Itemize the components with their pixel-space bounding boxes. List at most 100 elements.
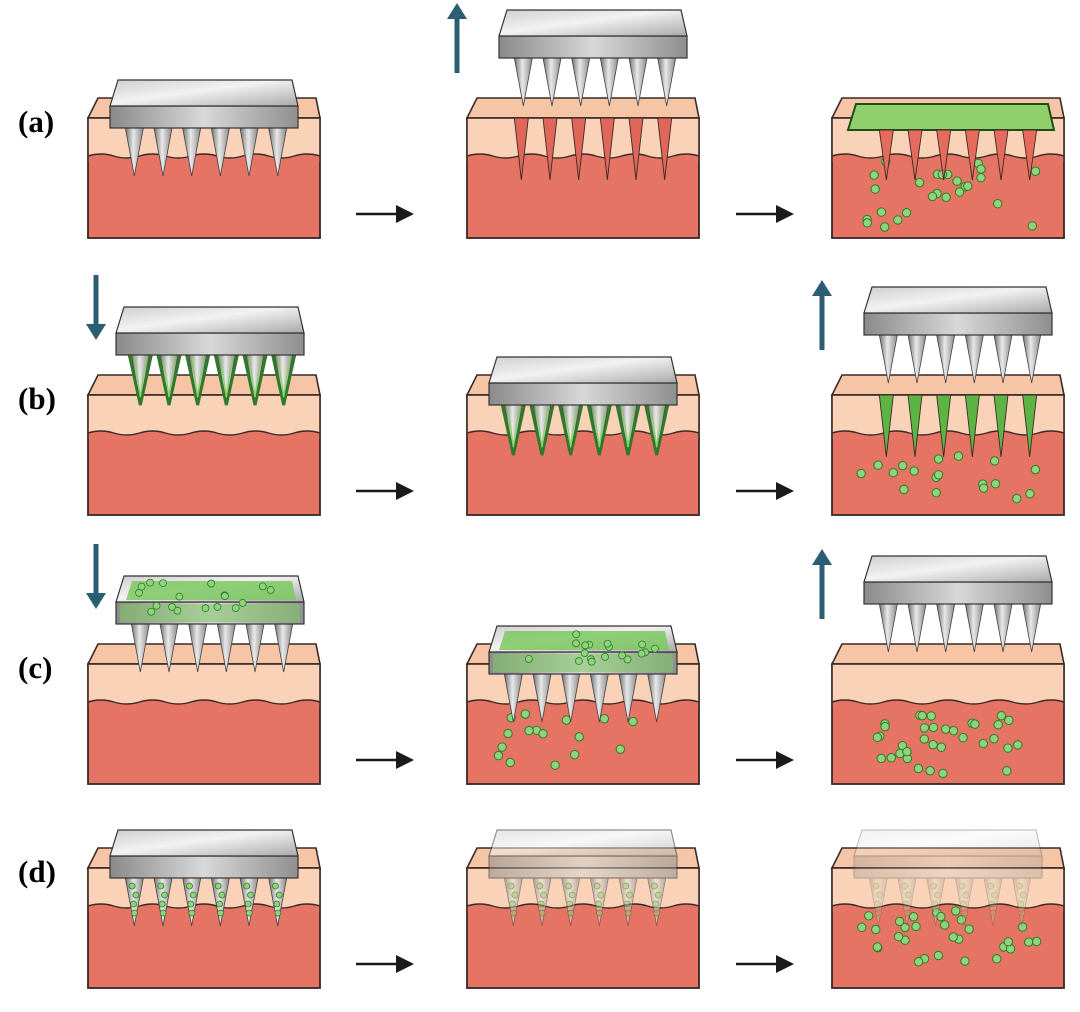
drug-particle	[189, 891, 197, 899]
step-arrow-head	[776, 205, 794, 223]
drug-coating	[529, 404, 555, 456]
array-plate-front	[863, 312, 1053, 336]
drug-particle	[507, 882, 515, 890]
drug-particle	[538, 909, 546, 917]
motion-arrow	[812, 549, 832, 619]
drug-particle	[623, 900, 631, 908]
drug-particle	[993, 720, 1003, 730]
drug-particle	[1004, 715, 1014, 725]
step-arrow-head	[396, 482, 414, 500]
drug-particle	[976, 172, 986, 183]
skin-micro-channel	[1022, 129, 1038, 181]
skin-block	[86, 643, 321, 785]
drug-particle	[628, 716, 638, 727]
drug-particle	[902, 900, 910, 908]
array-plate-front	[488, 855, 678, 879]
drug-coating-highlight	[248, 354, 262, 398]
drug-coating	[156, 354, 182, 406]
drug-particle	[238, 599, 247, 607]
motion-arrow	[86, 544, 106, 609]
drug-coating	[242, 354, 268, 406]
drug-particle	[574, 657, 583, 665]
drug-particle	[941, 192, 951, 202]
drug-reservoir	[499, 631, 669, 650]
drug-particle	[1027, 221, 1038, 231]
drug-particle	[569, 749, 580, 760]
dermis-edge	[467, 904, 699, 912]
skin-boundary-line	[466, 153, 700, 159]
skin-micro-channel	[542, 117, 558, 181]
array-plate-front	[863, 581, 1053, 605]
skin-micro-channel	[936, 394, 952, 458]
drug-particle	[931, 900, 939, 908]
drug-particle	[207, 579, 216, 588]
drug-coating-highlight	[219, 354, 234, 398]
drug-coating	[644, 404, 670, 456]
step-arrow	[736, 205, 794, 223]
motion-arrow-head	[86, 324, 106, 340]
drug-particle	[876, 753, 886, 764]
skin-boundary-line	[831, 430, 1065, 436]
step-arrow-head	[776, 751, 794, 769]
drug-particle	[651, 644, 659, 653]
drug-particle	[1031, 936, 1042, 947]
drug-particle	[187, 900, 195, 908]
skin-micro-channel	[513, 117, 529, 181]
dermis-edge	[88, 700, 320, 708]
drug-particle	[497, 742, 507, 752]
drug-particle	[221, 592, 229, 600]
drug-reservoir-front	[120, 604, 300, 622]
drug-particle	[897, 460, 908, 471]
dermis-edge	[467, 431, 699, 439]
drug-particle	[603, 639, 612, 648]
drug-particle	[626, 891, 633, 899]
drug-coating	[586, 404, 612, 456]
drug-particle	[894, 916, 905, 927]
microneedle-array	[863, 286, 1053, 384]
drug-particle	[872, 882, 880, 890]
drug-particle	[244, 900, 252, 908]
drug-particle	[919, 734, 930, 744]
skin-boundary-line	[87, 430, 321, 436]
drug-particle	[901, 882, 909, 890]
diagram-panel	[86, 275, 321, 516]
drug-particle	[623, 655, 632, 664]
drug-particle	[536, 882, 544, 890]
step-arrow	[736, 955, 794, 973]
drug-particle	[978, 483, 989, 493]
motion-arrow	[812, 280, 832, 350]
drug-particle	[989, 734, 999, 744]
drug-particle	[876, 891, 884, 899]
drug-particle	[978, 738, 989, 749]
skin-micro-channel	[628, 117, 644, 181]
skin-micro-channel	[964, 129, 980, 181]
drug-particle	[540, 891, 547, 899]
drug-particle	[1013, 740, 1023, 750]
drug-particle	[893, 215, 903, 225]
skin-micro-channel	[936, 129, 952, 181]
drug-particle	[653, 909, 661, 917]
drug-particle	[161, 891, 168, 899]
skin-micro-channel	[907, 129, 923, 181]
skin-micro-channel	[571, 117, 587, 181]
drug-particle	[908, 912, 919, 922]
drug-particle	[864, 911, 874, 921]
diagram-panel	[812, 549, 1065, 785]
drug-particle	[158, 900, 166, 908]
array-plate-top	[498, 9, 688, 37]
drug-particle	[503, 728, 513, 739]
drug-particle	[1018, 909, 1026, 917]
drug-particle	[909, 466, 919, 476]
drug-particle	[275, 891, 283, 899]
diagram-panel	[447, 3, 700, 239]
array-plate-top	[488, 829, 678, 857]
drug-particle	[931, 488, 941, 498]
diagram-rows	[86, 3, 1065, 989]
drug-particle	[932, 909, 940, 917]
drug-particle	[159, 579, 167, 588]
drug-particle	[992, 954, 1002, 964]
drug-particle	[274, 909, 282, 917]
drug-particle	[216, 900, 223, 908]
drug-particle	[1017, 922, 1028, 932]
drug-coating-highlight	[621, 404, 635, 448]
